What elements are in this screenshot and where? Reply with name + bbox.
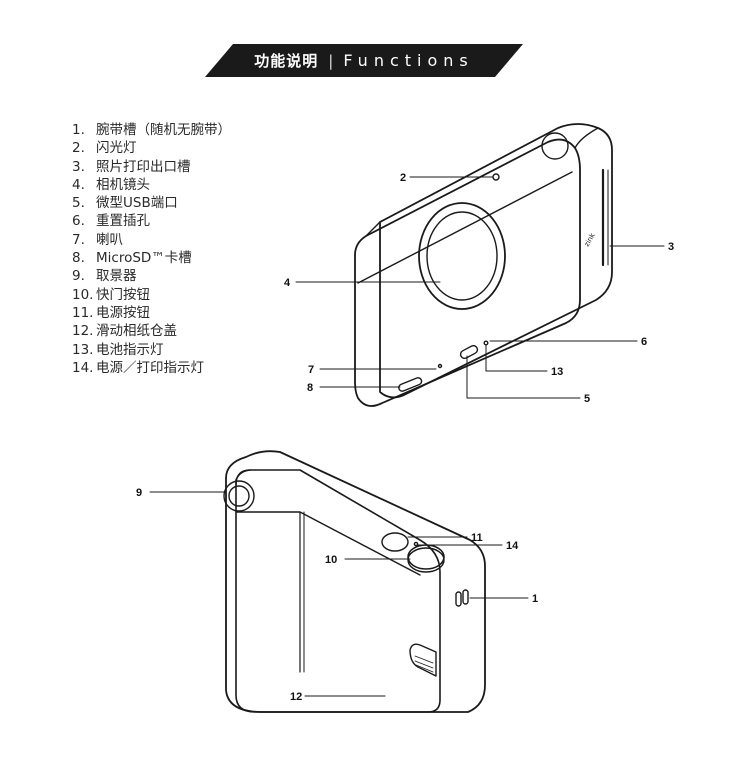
function-label: 腕带槽（随机无腕带） bbox=[96, 122, 231, 138]
function-number: 14. bbox=[72, 359, 94, 376]
section-banner: 功能说明 | Functions bbox=[205, 44, 523, 77]
function-item: 3. 照片打印出口槽 bbox=[72, 158, 231, 176]
indicator-light-icon bbox=[413, 541, 419, 547]
svg-text:zink: zink bbox=[583, 231, 597, 248]
function-item: 1. 腕带槽（随机无腕带） bbox=[72, 121, 231, 139]
sd-slot-icon bbox=[398, 377, 423, 392]
function-number: 4. bbox=[72, 176, 85, 193]
function-number: 3. bbox=[72, 158, 85, 175]
flash-icon bbox=[541, 132, 569, 160]
camera-front-view: zink bbox=[354, 123, 613, 407]
function-number: 5. bbox=[72, 195, 85, 212]
callout-2: 2 bbox=[400, 172, 406, 184]
lens-icon bbox=[418, 202, 506, 310]
callout-9: 9 bbox=[136, 487, 142, 499]
banner-separator: | bbox=[328, 51, 334, 70]
callout-1: 1 bbox=[532, 593, 538, 605]
function-number: 7. bbox=[72, 231, 85, 248]
function-label: 电源／打印指示灯 bbox=[96, 359, 204, 376]
function-number: 2. bbox=[72, 140, 85, 157]
viewfinder-icon bbox=[223, 480, 255, 512]
callout-11: 11 bbox=[471, 532, 483, 544]
slide-grip-icon bbox=[409, 643, 437, 677]
function-label: 照片打印出口槽 bbox=[96, 158, 191, 175]
usb-port-icon bbox=[459, 344, 479, 360]
function-number: 12. bbox=[72, 323, 94, 340]
function-label: 相机镜头 bbox=[96, 176, 150, 193]
callout-3: 3 bbox=[668, 241, 674, 253]
function-label: 滑动相纸仓盖 bbox=[96, 323, 177, 340]
function-label: 微型USB端口 bbox=[96, 195, 178, 212]
function-item: 5. 微型USB端口 bbox=[72, 194, 231, 212]
camera-rear-view bbox=[223, 450, 486, 713]
function-label: 喇叭 bbox=[96, 231, 123, 248]
callout-8: 8 bbox=[307, 382, 313, 394]
power-button-icon bbox=[381, 532, 409, 552]
function-label: 电池指示灯 bbox=[96, 341, 164, 358]
callout-5: 5 bbox=[584, 393, 590, 405]
function-list: 1. 腕带槽（随机无腕带） 2. 闪光灯 3. 照片打印出口槽 4. 相机镜头 5. 微型… bbox=[72, 121, 231, 377]
function-item: 10.快门按钮 bbox=[72, 286, 231, 304]
strap-slot-icon bbox=[455, 591, 462, 607]
function-label: MicroSD™卡槽 bbox=[96, 250, 192, 267]
function-item: 6. 重置插孔 bbox=[72, 212, 231, 230]
function-number: 9. bbox=[72, 268, 85, 285]
function-item: 13.电池指示灯 bbox=[72, 341, 231, 359]
function-number: 10. bbox=[72, 286, 94, 303]
function-label: 重置插孔 bbox=[96, 213, 150, 230]
function-number: 11. bbox=[72, 304, 94, 321]
function-item: 8. MicroSD™卡槽 bbox=[72, 249, 231, 267]
callout-7: 7 bbox=[308, 364, 314, 376]
function-item: 4. 相机镜头 bbox=[72, 176, 231, 194]
viewfinder-dot-icon bbox=[492, 173, 500, 181]
speaker-icon bbox=[437, 363, 443, 369]
callout-13: 13 bbox=[551, 366, 563, 378]
banner-title-chinese: 功能说明 bbox=[254, 52, 319, 70]
callout-6: 6 bbox=[641, 336, 647, 348]
function-number: 8. bbox=[72, 250, 85, 267]
function-item: 12.滑动相纸仓盖 bbox=[72, 322, 231, 340]
function-item: 14.电源／打印指示灯 bbox=[72, 359, 231, 377]
function-label: 取景器 bbox=[96, 268, 137, 285]
function-label: 快门按钮 bbox=[96, 286, 150, 303]
function-label: 闪光灯 bbox=[96, 140, 137, 157]
function-number: 1. bbox=[72, 122, 85, 138]
callout-14: 14 bbox=[506, 540, 519, 552]
callout-4: 4 bbox=[284, 277, 291, 289]
callout-12: 12 bbox=[290, 691, 302, 703]
reset-hole-icon bbox=[483, 340, 489, 346]
callout-10: 10 bbox=[325, 554, 337, 566]
function-item: 2. 闪光灯 bbox=[72, 139, 231, 157]
function-item: 9. 取景器 bbox=[72, 267, 231, 285]
function-number: 6. bbox=[72, 213, 85, 230]
function-item: 11.电源按钮 bbox=[72, 304, 231, 322]
callout-lines bbox=[149, 176, 665, 697]
banner-background bbox=[205, 44, 523, 77]
function-number: 13. bbox=[72, 341, 94, 358]
function-label: 电源按钮 bbox=[96, 304, 150, 321]
banner-title-english: Functions bbox=[343, 51, 474, 70]
function-item: 7. 喇叭 bbox=[72, 231, 231, 249]
